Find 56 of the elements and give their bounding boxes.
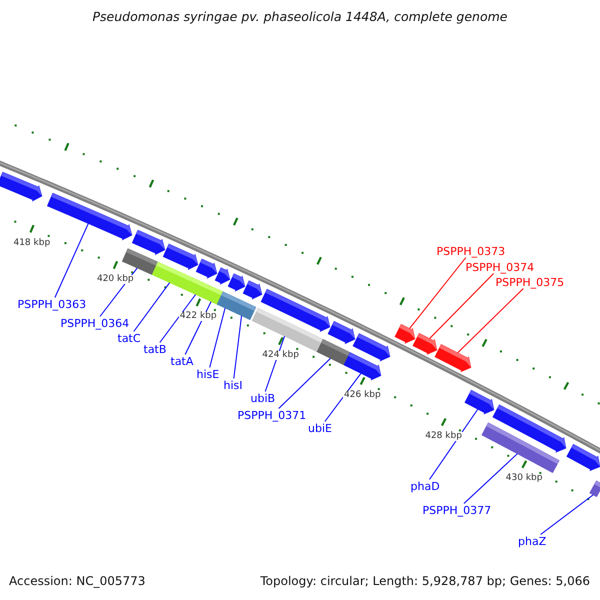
gene-block (232, 298, 256, 320)
gene-label: tatA (170, 356, 194, 366)
gene-feature (132, 230, 166, 255)
gene-feature (394, 324, 416, 344)
position-label: 424 kbp (261, 351, 300, 360)
leader-line (54, 223, 89, 298)
gene-feature (344, 352, 382, 380)
gene-label: PSPPH_0363 (18, 298, 86, 310)
position-label: 430 kbp (504, 474, 544, 484)
gene-feature (0, 172, 42, 202)
position-label: 426 kbp (343, 390, 382, 400)
leader-line (428, 408, 478, 480)
gene-feature (434, 344, 472, 372)
position-label: 422 kbp (178, 312, 218, 322)
gene-label: PSPPH_0373 (436, 246, 506, 256)
gene-label: PSPPH_0377 (422, 504, 492, 516)
gene-label: PSPPH_0371 (238, 410, 306, 420)
leader-line (409, 257, 466, 329)
gene-label: tatB (144, 344, 166, 354)
leader-line (133, 282, 170, 332)
gene-block (589, 480, 600, 498)
gene-feature (328, 321, 356, 344)
gene-feature (464, 390, 494, 414)
gene-label: ubiB (250, 392, 276, 404)
gene-label: phaZ (518, 536, 546, 546)
leader-line (429, 273, 494, 340)
gene-label: phaD (410, 480, 440, 492)
leader-line (463, 453, 518, 504)
gene-label: hisI (224, 380, 243, 390)
gene-feature (214, 267, 230, 285)
gene-feature (196, 258, 218, 279)
gene-label: PSPPH_0375 (496, 276, 564, 288)
gene-block (152, 262, 194, 291)
gene-block (122, 248, 158, 275)
gene-feature (228, 273, 246, 292)
position-label: 418 kbp (12, 238, 52, 248)
gene-label: PSPPH_0364 (60, 318, 130, 328)
leader-line (457, 288, 524, 354)
gene-label: ubiE (308, 422, 332, 434)
genome-summary-text: Topology: circular; Length: 5,928,787 bp; Genes: 5,066 (260, 575, 590, 587)
gene-label: tatC (118, 332, 141, 344)
map-title: Pseudomonas syringae pv. phaseolicola 1448A, complete genome (91, 11, 508, 24)
leader-line (233, 315, 242, 379)
gene-feature (162, 244, 198, 270)
gene-feature (242, 280, 262, 300)
position-label: 428 kbp (424, 432, 463, 442)
gene-feature (566, 444, 600, 472)
accession-text: Accession: NC_005773 (9, 575, 146, 587)
gene-label: PSPPH_0374 (466, 262, 534, 272)
position-label: 420 kbp (96, 274, 135, 284)
gene-feature (412, 332, 438, 355)
leader-line (159, 294, 196, 343)
gene-block (482, 422, 560, 474)
leader-line (209, 308, 226, 368)
leader-line (324, 372, 362, 422)
gene-label: hisE (196, 368, 220, 380)
